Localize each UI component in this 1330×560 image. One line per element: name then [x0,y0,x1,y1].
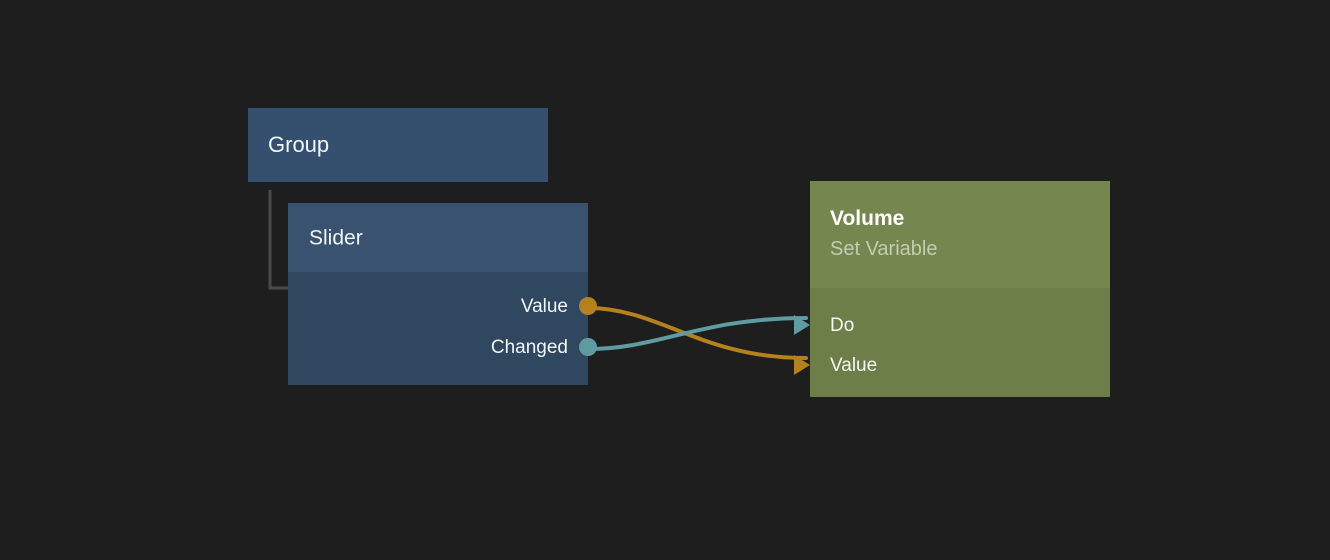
slider-node-body: Value Changed [288,272,597,385]
volume-node-body: Do Value [794,288,1110,397]
volume-node-title: Volume [830,207,905,230]
group-node-title: Group [268,132,330,157]
volume-node-header[interactable]: Volume Set Variable [810,181,1110,288]
slider-output-value[interactable]: Value [520,295,597,317]
volume-node-subtitle: Set Variable [830,238,938,260]
slider-output-changed-label: Changed [490,336,568,358]
node-slider[interactable]: Slider Value Changed [288,203,597,385]
edge-changed-to-do [586,316,808,351]
node-group[interactable]: Group [248,108,548,182]
slider-output-value-label: Value [520,295,568,317]
volume-input-do[interactable]: Do [794,314,855,336]
volume-input-value[interactable]: Value [794,354,878,376]
volume-input-do-arrow[interactable] [794,315,810,335]
slider-output-changed[interactable]: Changed [490,336,597,358]
edge-value-to-value [586,306,808,360]
volume-input-do-label: Do [830,314,855,336]
slider-node-header[interactable]: Slider [288,203,588,272]
volume-input-value-label: Value [830,354,878,376]
slider-output-changed-dot[interactable] [579,338,597,356]
slider-output-value-dot[interactable] [579,297,597,315]
volume-input-value-arrow[interactable] [794,355,810,375]
node-volume[interactable]: Volume Set Variable Do Value [794,181,1110,397]
slider-node-title: Slider [309,226,363,249]
